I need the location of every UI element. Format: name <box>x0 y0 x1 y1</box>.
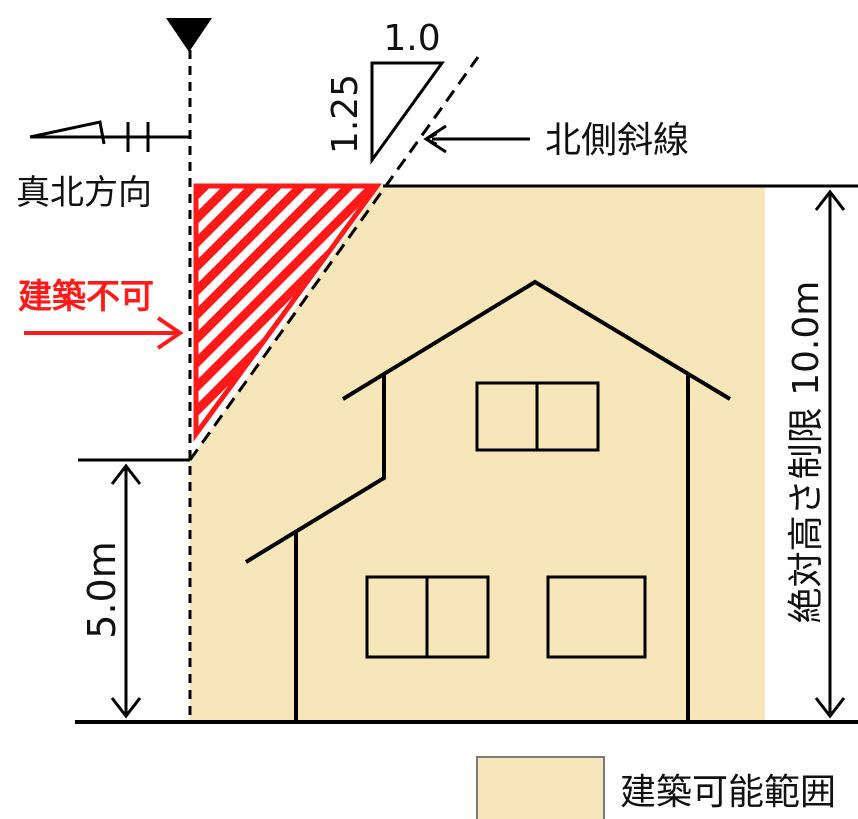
lower-right-window <box>546 575 647 659</box>
north-arrow-icon <box>29 120 190 152</box>
slope-ratio-triangle <box>370 61 445 165</box>
lower-left-window <box>365 575 490 659</box>
dimension-10m <box>814 189 846 719</box>
dimension-5m <box>110 463 142 719</box>
no-build-arrowhead <box>156 316 184 350</box>
upper-window <box>475 381 600 452</box>
north-slope-arrowhead <box>423 124 447 154</box>
buildable-area <box>190 187 765 722</box>
no-build-zone <box>193 183 382 442</box>
legend-swatch <box>476 756 605 819</box>
absolute-height-label: 絶対高さ制限 10.0m <box>786 281 827 624</box>
no-build-label: 建築不可 <box>18 277 154 317</box>
slope-rise-label: 1.25 <box>325 74 366 154</box>
slope-run-label: 1.0 <box>383 18 440 59</box>
house-outline <box>244 279 732 722</box>
height-5m-label: 5.0m <box>80 541 124 638</box>
down-triangle-marker-icon <box>166 18 212 52</box>
true-north-label: 真北方向 <box>16 173 152 213</box>
legend-label: 建築可能範囲 <box>620 772 836 813</box>
north-slope-label: 北側斜線 <box>545 120 689 161</box>
